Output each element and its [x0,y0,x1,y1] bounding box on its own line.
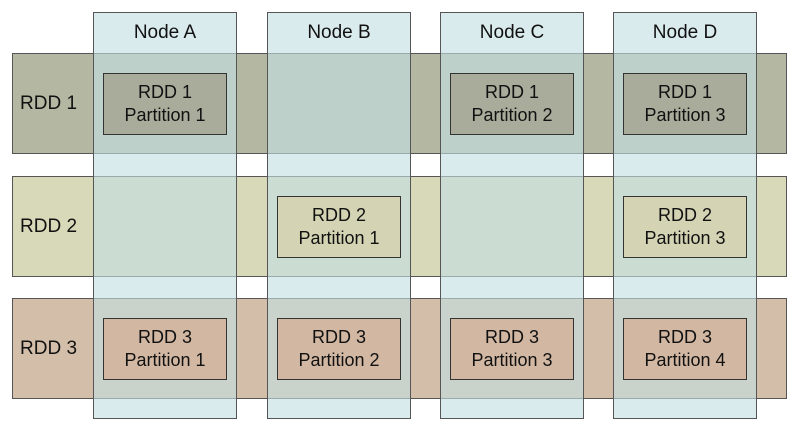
partition-rdd-label: RDD 3 [311,326,366,347]
partition-number-label: Partition 3 [644,104,726,125]
rdd2-label: RDD 2 [20,215,78,237]
partition-number-label: Partition 3 [471,349,553,370]
node-d-title: Node D [652,22,718,43]
partition-rdd-label: RDD 2 [311,204,366,225]
partition-number-label: Partition 1 [124,104,206,125]
partition-number-label: Partition 1 [298,227,380,248]
partition-number-label: Partition 3 [644,227,726,248]
partition-rdd-label: RDD 3 [137,326,192,347]
partition-number-label: Partition 2 [298,349,380,370]
partition-rdd-label: RDD 1 [137,81,192,102]
partition-rdd-label: RDD 3 [657,326,712,347]
rdd3-label: RDD 3 [20,337,78,359]
partition-rdd-label: RDD 2 [657,204,712,225]
partition-number-label: Partition 2 [471,104,553,125]
partition-rdd-label: RDD 1 [657,81,712,102]
partition-rdd-label: RDD 3 [484,326,539,347]
partition-number-label: Partition 1 [124,349,206,370]
node-c-title: Node C [479,22,545,43]
node-b-title: Node B [307,22,371,43]
rdd1-label: RDD 1 [20,92,78,114]
node-a-title: Node A [133,22,197,43]
partition-rdd-label: RDD 1 [484,81,539,102]
partition-number-label: Partition 4 [644,349,726,370]
